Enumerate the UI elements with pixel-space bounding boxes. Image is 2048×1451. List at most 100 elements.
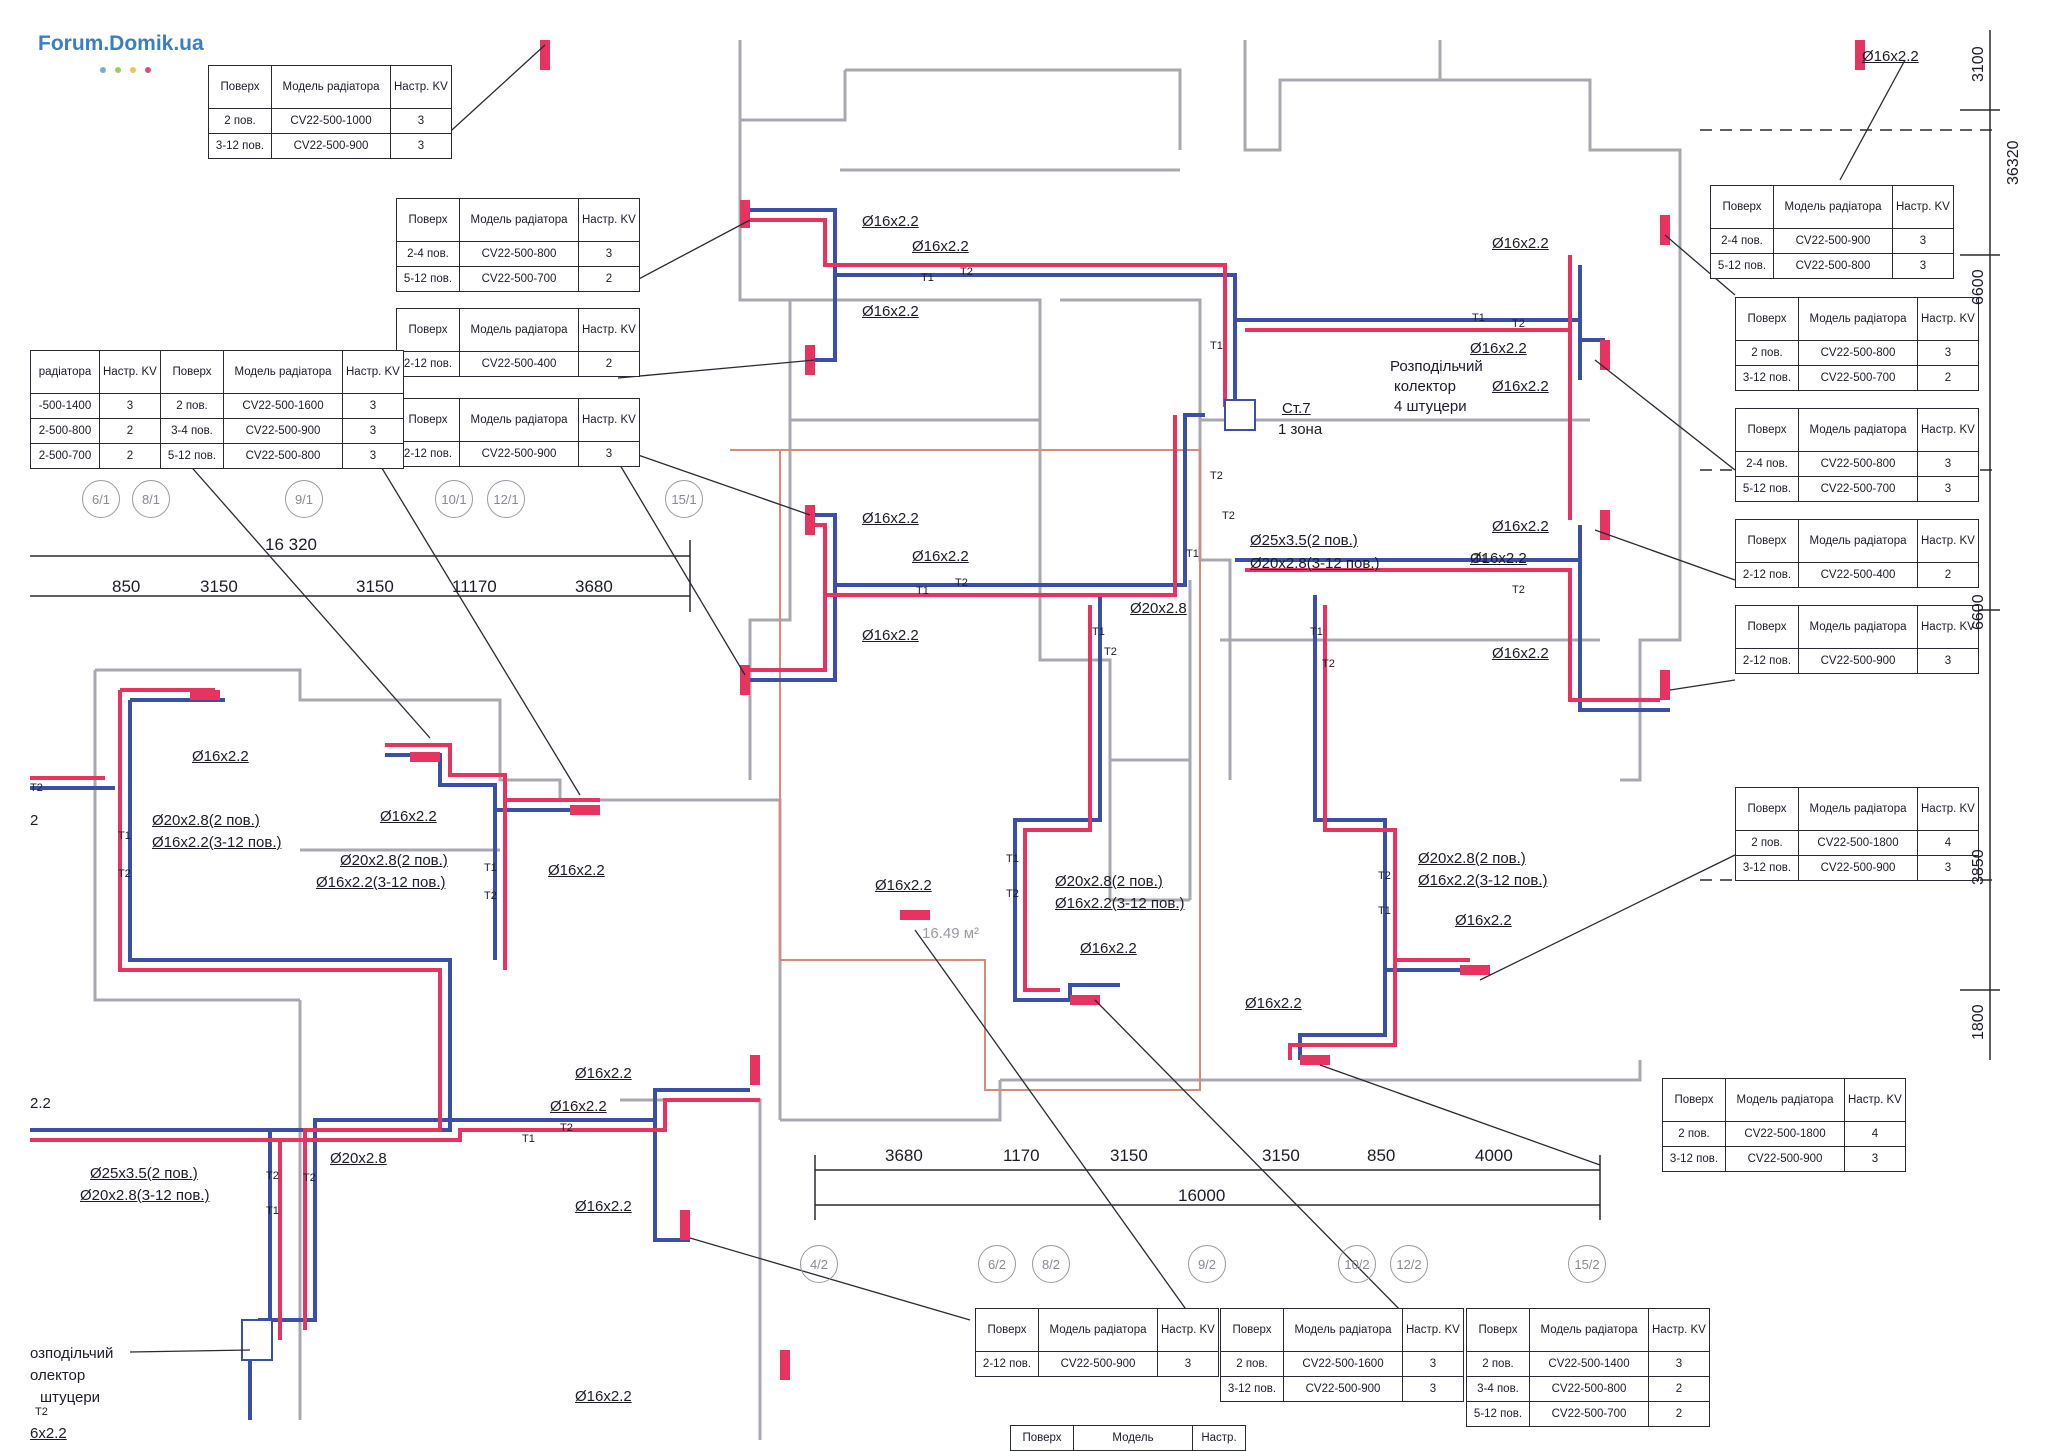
pipe-tag-t2: T2: [1322, 658, 1335, 670]
cell-kv: 3: [1892, 253, 1954, 279]
pipe-tag-t2: T2: [1210, 470, 1223, 482]
header-kv: Настр. KV: [1157, 1308, 1219, 1352]
pipe-label: Ø16x2.2: [575, 1198, 632, 1215]
pipe-tag-t1: T1: [1006, 853, 1019, 865]
cell-kv: 3: [1402, 1351, 1464, 1377]
cell-floor: 3-12 пов.: [1735, 855, 1799, 881]
radiator-17: [680, 1210, 690, 1240]
cell-floor: 3-12 пов.: [1735, 365, 1799, 391]
return-pipe-center: [1013, 595, 1120, 1002]
pipe-label: Ø16x2.2(3-12 пов.): [152, 834, 282, 851]
cell-floor: 5-12 пов.: [1466, 1401, 1530, 1427]
cell-model: CV22-500-900: [1798, 648, 1918, 674]
radiator-12: [900, 910, 930, 920]
dimension-segment: 850: [112, 577, 141, 596]
pipe-label: Ø16x2.2: [548, 862, 605, 879]
grid-axis-marker: 4/2: [800, 1245, 838, 1283]
return-pipe-top-right: [1235, 265, 1582, 322]
cell-floor: 2 пов.: [1735, 340, 1799, 366]
header-floor: Поверх: [1735, 787, 1799, 831]
cell-kv: 3: [1917, 340, 1979, 366]
cell-kv: 3: [1892, 228, 1954, 254]
cell-model: CV22-500-700: [1798, 476, 1918, 502]
pipe-tag-t2: T2: [1512, 584, 1525, 596]
cell-kv: 3: [1917, 451, 1979, 477]
zone-label: 1 зона: [1278, 421, 1323, 438]
cell-floor: 2-4 пов.: [396, 241, 460, 267]
header-kv: Настр. KV: [578, 308, 640, 352]
header-model: Модель радіатора: [1798, 605, 1918, 649]
pipe-label: Ø16x2.2: [912, 548, 969, 565]
cell-floor: 2-12 пов.: [396, 351, 460, 377]
cell-model: CV22-500-400: [459, 351, 579, 377]
header-model: Модель радіатора: [1725, 1078, 1845, 1122]
header-floor: Поверх: [1735, 408, 1799, 452]
cell-model: CV22-500-900: [1773, 228, 1893, 254]
cell-floor: 2 пов.: [1220, 1351, 1284, 1377]
pipe-label: Ø16x2.2(3-12 пов.): [1055, 895, 1185, 912]
pipe-tag-t1: T1: [484, 862, 497, 874]
radiator-20: [1855, 40, 1865, 70]
pipe-label: Ø16x2.2: [862, 213, 919, 230]
pipe-label: Ø20x2.8(3-12 пов.): [80, 1187, 210, 1204]
watermark-dots: [100, 60, 160, 78]
cell-model: 2-500-800: [30, 418, 100, 444]
dimension-total-top: 16 320: [265, 535, 317, 554]
dimension-vertical: 6600: [1970, 269, 1987, 305]
grid-axis-marker: 10/2: [1338, 1245, 1376, 1283]
cell-model: CV22-500-900: [459, 441, 579, 467]
cell-kv: 3: [1648, 1351, 1710, 1377]
cell-model: CV22-500-800: [223, 443, 343, 469]
header-model: Модель радіатора: [1798, 408, 1918, 452]
cell-kv: 2: [1648, 1401, 1710, 1427]
cell-model: 2-500-700: [30, 443, 100, 469]
header-floor: Поверх: [1010, 1425, 1074, 1451]
pipe-tag-t2: T2: [560, 1122, 573, 1134]
grid-axis-marker: 12/2: [1390, 1245, 1428, 1283]
header-kv: Настр. KV: [1844, 1078, 1906, 1122]
cell-floor: 2 пов.: [1466, 1351, 1530, 1377]
header-floor: Поверх: [396, 198, 460, 242]
pipe-label: Ø16x2.2: [875, 877, 932, 894]
pipe-label: Ø16x2.2: [912, 238, 969, 255]
cell-floor: 2-12 пов.: [975, 1351, 1039, 1377]
cell-floor: 2 пов.: [1662, 1121, 1726, 1147]
header-kv: Настр. KV: [1648, 1308, 1710, 1352]
radiator-9: [1460, 965, 1490, 975]
cell-kv: 3: [1844, 1146, 1906, 1172]
cell-kv: 3: [99, 393, 161, 419]
radiator-13: [190, 690, 220, 700]
header-model: Модель радіатора: [1798, 519, 1918, 563]
cell-kv: 3: [390, 133, 452, 159]
cell-model: CV22-500-1800: [1798, 830, 1918, 856]
cell-model: CV22-500-900: [1283, 1376, 1403, 1402]
radiator-3: [805, 505, 815, 535]
header-kv: Настр. KV: [99, 350, 161, 394]
header-kv: Настр. KV: [578, 398, 640, 442]
cell-kv: 4: [1844, 1121, 1906, 1147]
cell-kv: 3: [390, 108, 452, 134]
radiator-10: [1300, 1055, 1330, 1065]
return-pipe-top-mid: [815, 275, 837, 362]
radiator-6: [1600, 340, 1610, 370]
pipe-label: Ø16x2.2: [192, 748, 249, 765]
cell-floor: 3-4 пов.: [160, 418, 224, 444]
supply-pipe-center: [1023, 605, 1092, 992]
pipe-label: Ø25x3.5(2 пов.): [1250, 532, 1358, 549]
cell-model: CV22-500-900: [1725, 1146, 1845, 1172]
return-pipe-left-bottom: [30, 1088, 750, 1330]
pipe-tag-t1: T1: [1378, 905, 1391, 917]
pipe-label: Ø16x2.2: [862, 627, 919, 644]
cell-model: CV22-500-800: [1529, 1376, 1649, 1402]
supply-pipe-top-left: [750, 218, 1240, 407]
pipe-tag-t1: T1: [921, 272, 934, 284]
collector-label-line3: 4 штуцери: [1394, 398, 1467, 415]
pipe-tag-t2: T2: [484, 890, 497, 902]
dimension-total-bottom: 16000: [1178, 1186, 1226, 1205]
cell-kv: 3: [342, 443, 404, 469]
grid-axis-marker: 15/2: [1568, 1245, 1606, 1283]
